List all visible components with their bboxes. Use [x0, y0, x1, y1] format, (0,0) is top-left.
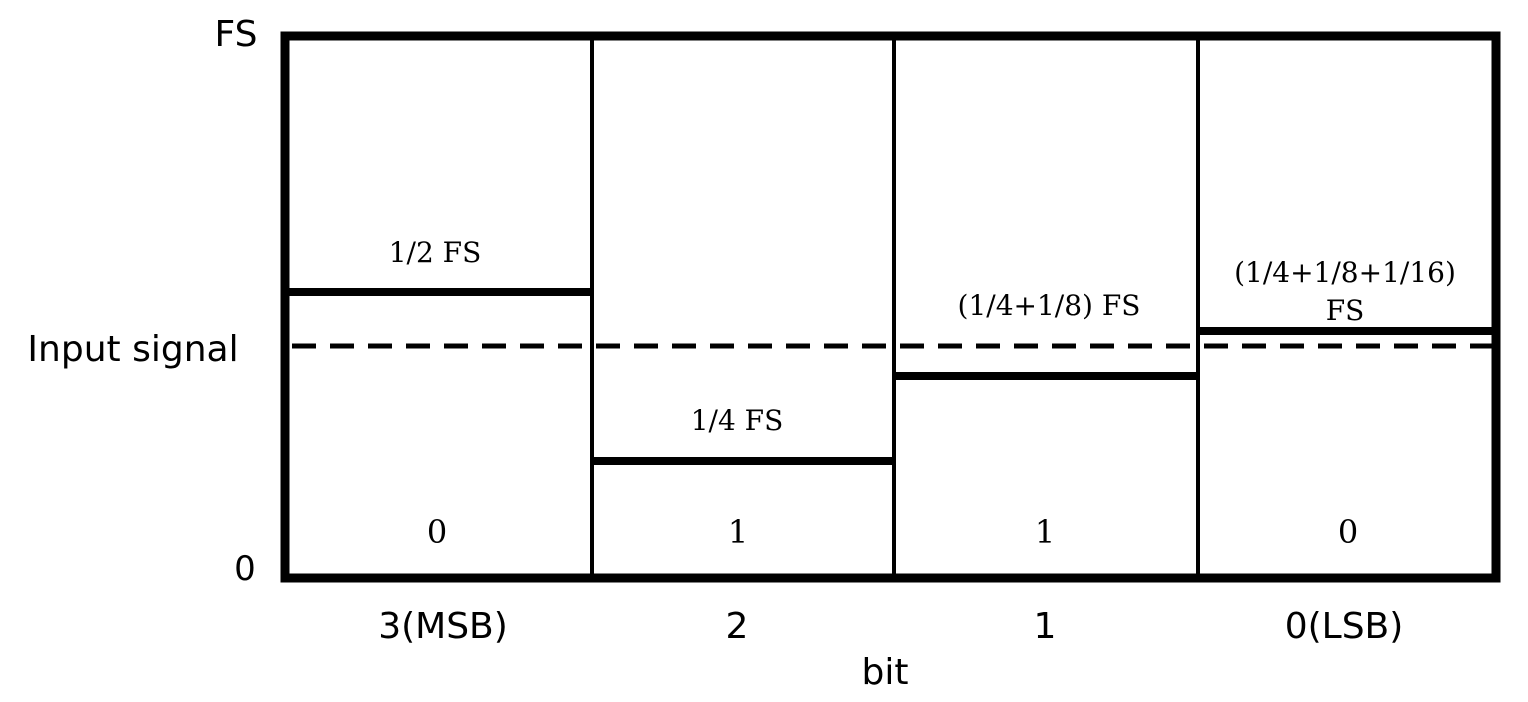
bit-value-bit-3: 0: [427, 513, 447, 551]
bit-label-2: 2: [726, 606, 749, 647]
input-signal-label: Input signal: [27, 329, 238, 370]
threshold-label-bit-0-line-1: (1/4+1/8+1/16): [1234, 256, 1456, 289]
x-axis-title: bit: [862, 652, 909, 693]
threshold-label-bit-1: (1/4+1/8) FS: [958, 289, 1141, 322]
y-axis-top-label: FS: [215, 14, 258, 55]
threshold-label-bit-3: 1/2 FS: [389, 236, 482, 269]
threshold-label-bit-2: 1/4 FS: [691, 404, 784, 437]
bit-value-bit-1: 1: [1035, 513, 1055, 551]
bit-label-0: 0(LSB): [1285, 606, 1404, 647]
bit-value-bit-2: 1: [728, 513, 748, 551]
bit-value-bit-0: 0: [1338, 513, 1358, 551]
outer-frame: [280, 31, 1501, 583]
y-axis-bottom-label: 0: [234, 549, 256, 589]
threshold-label-bit-0-line-2: FS: [1326, 294, 1365, 327]
bit-label-3: 3(MSB): [378, 606, 508, 647]
bit-label-1: 1: [1034, 606, 1057, 647]
